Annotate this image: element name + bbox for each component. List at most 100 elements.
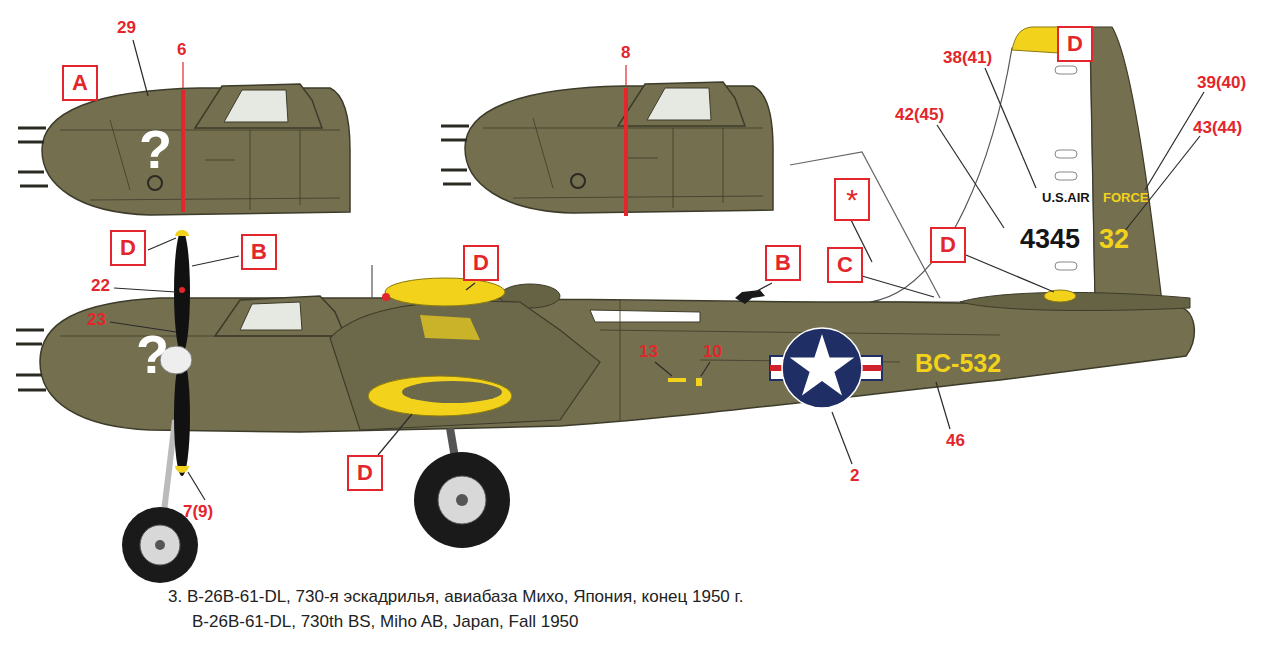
landing-gear (414, 452, 510, 548)
fin-and-rudder (1090, 27, 1162, 302)
callout-number: 46 (946, 432, 965, 451)
leader-line (466, 283, 475, 290)
box-letter: A (72, 71, 88, 95)
callout-box: D (110, 230, 146, 266)
box-letter: D (940, 233, 956, 257)
callout-box: * (834, 178, 870, 221)
caption-line: 3. B-26B-61-DL, 730-я эскадрилья, авиаба… (168, 588, 743, 607)
nose-view-top-right (441, 82, 773, 213)
nose-view-top-right (625, 65, 626, 86)
engine-nacelle (420, 315, 480, 340)
caption-line: B-26B-61-DL, 730th BS, Miho AB, Japan, F… (192, 613, 579, 632)
buzz-number: BC-532 (915, 350, 1001, 378)
stencil-marks (668, 378, 702, 386)
national-insignia (782, 328, 862, 408)
nose-view-top-right (624, 88, 628, 216)
leader-line (148, 238, 176, 250)
propeller (175, 230, 189, 236)
leader-line (937, 125, 1004, 228)
callout-number: 10 (703, 343, 722, 362)
leader-line (862, 276, 934, 297)
nose-view-top-left (182, 62, 183, 88)
landing-gear (155, 540, 165, 550)
callout-number: 8 (621, 44, 630, 63)
tail-marking: FORCE (1103, 191, 1149, 205)
leader-line (114, 288, 176, 292)
leader-line (378, 414, 412, 455)
callout-box: D (347, 455, 383, 491)
callout-number: 7(9) (183, 503, 213, 522)
nose-view-top-left (18, 84, 350, 215)
leader-line (1145, 92, 1204, 190)
serial-number: 32 (1099, 225, 1129, 255)
leader-line (1124, 136, 1200, 232)
fuselage (16, 330, 46, 390)
box-letter: C (837, 253, 853, 277)
nose-view-top-left (181, 90, 185, 212)
propeller (175, 466, 189, 473)
box-letter: D (120, 236, 136, 260)
horizontal-stabilizer (1044, 290, 1076, 302)
callout-number: 39(40) (1197, 74, 1246, 93)
callout-box: D (463, 245, 499, 281)
fin-and-rudder (1055, 262, 1077, 270)
antenna (735, 290, 765, 304)
callout-number: 23 (87, 311, 106, 330)
unknown-mark: ? (139, 120, 172, 179)
leader-line (655, 362, 672, 376)
engine-nacelle (382, 293, 390, 301)
engine-nacelle (402, 381, 502, 403)
leader-line (110, 68, 1204, 500)
callout-box: D (1057, 26, 1093, 62)
callout-box: B (765, 245, 801, 281)
landing-gear (456, 494, 468, 506)
leader-line (701, 362, 710, 376)
stencil-marks (668, 378, 686, 382)
fuselage (16, 265, 1194, 432)
box-letter: D (473, 251, 489, 275)
callout-box: B (241, 234, 277, 270)
unknown-mark: ? (136, 325, 169, 384)
box-letter: D (357, 461, 373, 485)
national-insignia (790, 334, 855, 396)
leader-line (755, 283, 772, 292)
callout-number: 2 (850, 467, 859, 486)
serial-number: 4345 (1020, 225, 1080, 255)
landing-gear (140, 525, 180, 565)
callout-number: 29 (117, 19, 136, 38)
box-letter: B (775, 251, 791, 275)
callout-box: A (62, 65, 98, 101)
nose-view-top-left (133, 40, 148, 96)
leader-line (832, 412, 852, 464)
antenna (735, 152, 940, 304)
landing-gear (438, 476, 486, 524)
stencil-marks (696, 378, 702, 386)
box-letter: B (251, 240, 267, 264)
callout-box: C (827, 247, 863, 283)
horizontal-stabilizer (960, 290, 1190, 310)
fuselage (240, 302, 302, 330)
national-insignia (770, 328, 882, 408)
antenna (790, 152, 940, 298)
box-letter: * (846, 183, 858, 216)
callout-number: 13 (639, 343, 658, 362)
leader-line (985, 68, 1036, 188)
fuselage (215, 296, 345, 336)
nose-view-top-left (18, 40, 350, 215)
engine-nacelle (330, 301, 600, 430)
callout-number: 43(44) (1193, 119, 1242, 138)
engine-nacelle (368, 376, 512, 416)
callout-number: 6 (177, 41, 186, 60)
callout-number: 38(41) (943, 49, 992, 68)
leader-line (192, 256, 239, 266)
leader-line (966, 255, 1054, 292)
fuselage (40, 298, 1194, 432)
leader-line (188, 472, 205, 500)
fin-and-rudder (1055, 172, 1077, 180)
engine-nacelle (385, 278, 505, 306)
fuselage (371, 265, 372, 298)
callout-box: D (930, 227, 966, 263)
propeller (174, 230, 190, 354)
